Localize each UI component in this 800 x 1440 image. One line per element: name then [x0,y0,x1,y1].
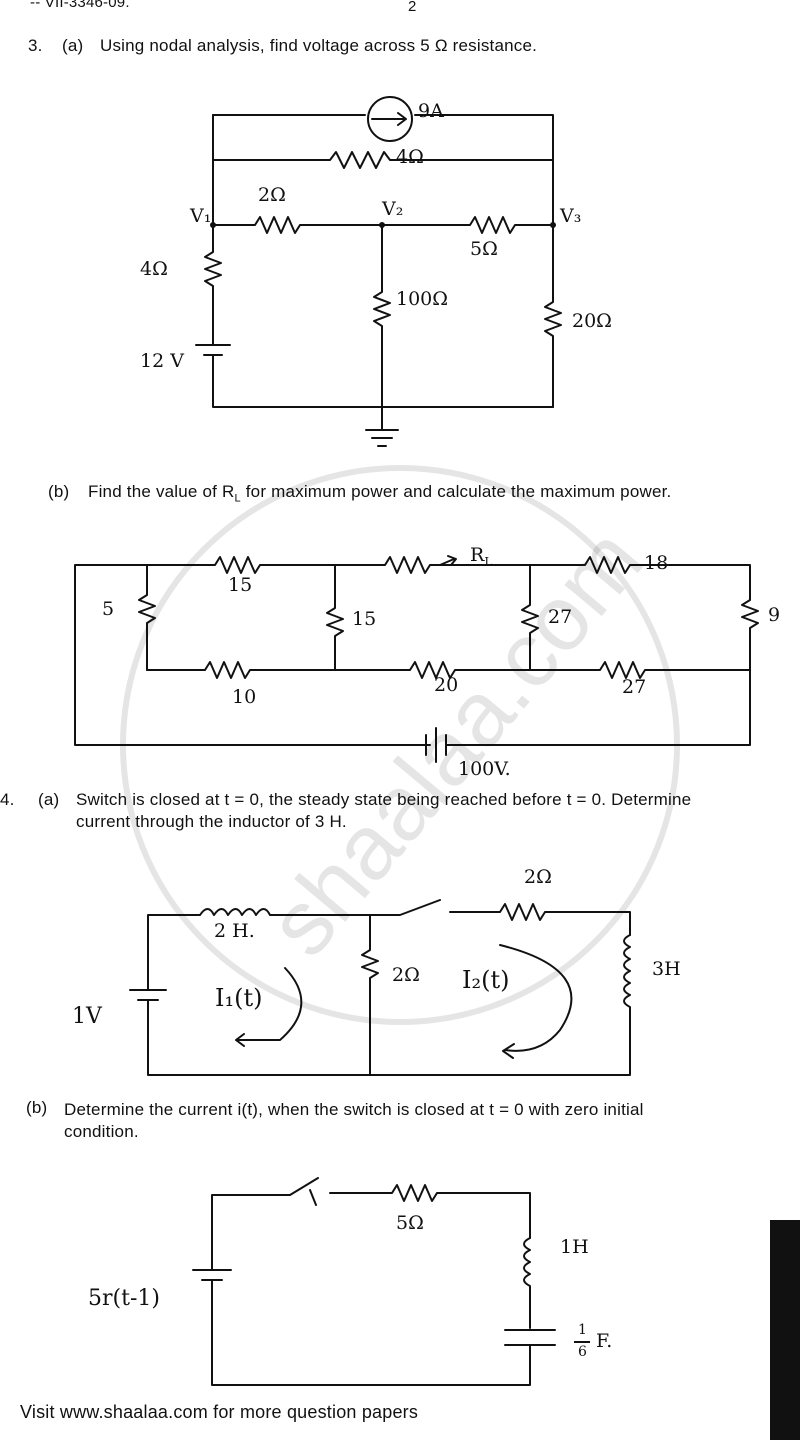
q3b-text: Find the value of RL for maximum power a… [88,482,672,505]
label-27-mid: 27 [548,606,573,628]
label-source: 5r(t-1) [88,1286,160,1311]
label-2ohm: 2Ω [258,184,286,206]
label-10: 10 [232,686,257,708]
circuit-4b [192,1177,556,1386]
q4a-tag: (a) [38,790,60,809]
label-4ohm-left: 4Ω [140,258,168,280]
q4a-text-line2: current through the inductor of 3 H. [76,812,347,831]
page-number: 2 [408,0,417,15]
q4-number: 4. [0,790,15,809]
q4b-text-line1: Determine the current i(t), when the swi… [64,1100,644,1119]
label-4ohm-top: 4Ω [396,146,424,168]
label-100ohm: 100Ω [396,288,449,310]
label-20ohm: 20Ω [572,310,612,332]
q4b-text-line2: condition. [64,1122,139,1141]
label-1v: 1V [72,1004,102,1029]
label-12v: 12 V [140,350,184,372]
label-9a: 9A [418,100,444,122]
label-2ohm-mid: 2Ω [392,964,420,986]
label-v1: V₁ [190,205,212,227]
q4b-tag: (b) [26,1098,48,1117]
label-v3: V₃ [560,205,582,227]
label-5ohm-b: 5Ω [396,1212,424,1234]
q4a-text-line1: Switch is closed at t = 0, the steady st… [76,790,692,809]
current-source-icon [367,96,413,142]
label-15-top: 15 [228,574,253,596]
label-20: 20 [434,674,459,696]
label-2ohm-top: 2Ω [524,866,552,888]
label-15-mid: 15 [352,608,377,630]
circuit-3b [74,555,759,763]
circuit-3a [195,96,562,447]
label-2h: 2 H. [214,920,255,942]
label-18: 18 [644,552,669,574]
label-5ohm: 5Ω [470,238,498,260]
label-cap-den: 6 [578,1344,587,1360]
label-5: 5 [102,598,115,620]
label-100v: 100V. [458,758,511,780]
q3-number: 3. [28,36,43,55]
label-9: 9 [768,604,781,626]
label-cap-num: 1 [578,1322,587,1338]
label-v2: V₂ [382,198,404,220]
label-i2: I₂(t) [462,966,510,994]
q3b-tag: (b) [48,482,70,501]
q3a-tag: (a) [62,36,84,55]
label-3h: 3H [652,958,681,980]
scan-edge [770,1220,800,1440]
label-rl: RL [470,544,493,569]
paper-code: -- VII-3346-09. [30,0,130,11]
label-1h: 1H [560,1236,589,1258]
footer-text: Visit www.shaalaa.com for more question … [20,1402,419,1422]
cap-fraction-bar [574,1341,590,1343]
circuit-4a [129,899,631,1076]
label-27-bottom: 27 [622,676,647,698]
label-cap-f: F. [596,1330,613,1352]
q3a-text: Using nodal analysis, find voltage acros… [100,36,538,55]
label-i1: I₁(t) [215,984,263,1012]
